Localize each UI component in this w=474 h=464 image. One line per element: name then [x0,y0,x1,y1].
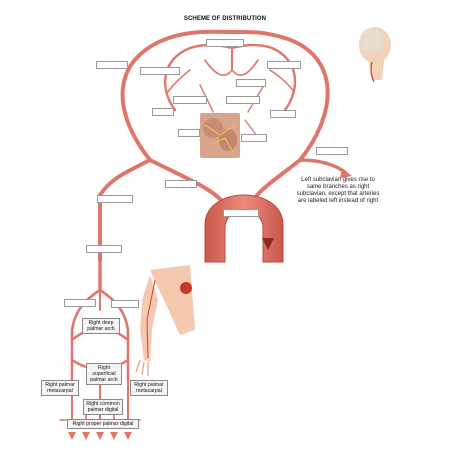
blank-13[interactable] [165,180,197,188]
label-proper-palmar-digital: Right proper palmar digital [67,419,139,429]
blank-3[interactable] [267,61,301,69]
radial [70,288,102,382]
blank-6[interactable] [173,96,207,104]
blank-16[interactable] [86,245,122,253]
left-subclavian [298,158,347,174]
subclavian-note: Left subclavian gives rise to same branc… [296,177,380,204]
label-palmar-metacarpal-right: Right palmar metacarpal [130,380,168,396]
subclavian-arrow [340,168,352,178]
blank-11[interactable] [241,134,267,142]
blank-5[interactable] [236,79,266,87]
outer-arch-right [230,29,330,162]
label-superficial-palmar-arch: Right superficial palmar arch [86,363,122,385]
blank-14[interactable] [97,195,133,203]
arm-illustration [135,265,195,376]
blank-9[interactable] [270,110,296,118]
blank-1[interactable] [96,61,128,69]
blank-12[interactable] [316,147,348,155]
right-subclavian [98,158,152,262]
aortic-flow-arrow [262,238,274,250]
outer-arch-left [120,29,234,162]
blank-2[interactable] [206,39,244,47]
label-palmar-metacarpal-left: Right palmar metacarpal [41,380,79,396]
blank-7[interactable] [226,96,260,104]
blank-10[interactable] [178,129,200,137]
head-illustration [359,27,391,83]
label-deep-palmar-arch: Right deep palmar arch [82,318,120,334]
blank-4[interactable] [140,67,180,75]
label-common-palmar-digital: Right common palmar digital [83,399,123,415]
aortic-arch [204,194,284,263]
diagram-title: SCHEME OF DISTRIBUTION [183,16,267,22]
brain-photo [200,113,240,158]
blank-15[interactable] [223,209,259,217]
ulnar [98,288,130,382]
blank-8[interactable] [152,108,174,116]
blank-17[interactable] [64,299,96,307]
blank-18[interactable] [111,300,139,308]
